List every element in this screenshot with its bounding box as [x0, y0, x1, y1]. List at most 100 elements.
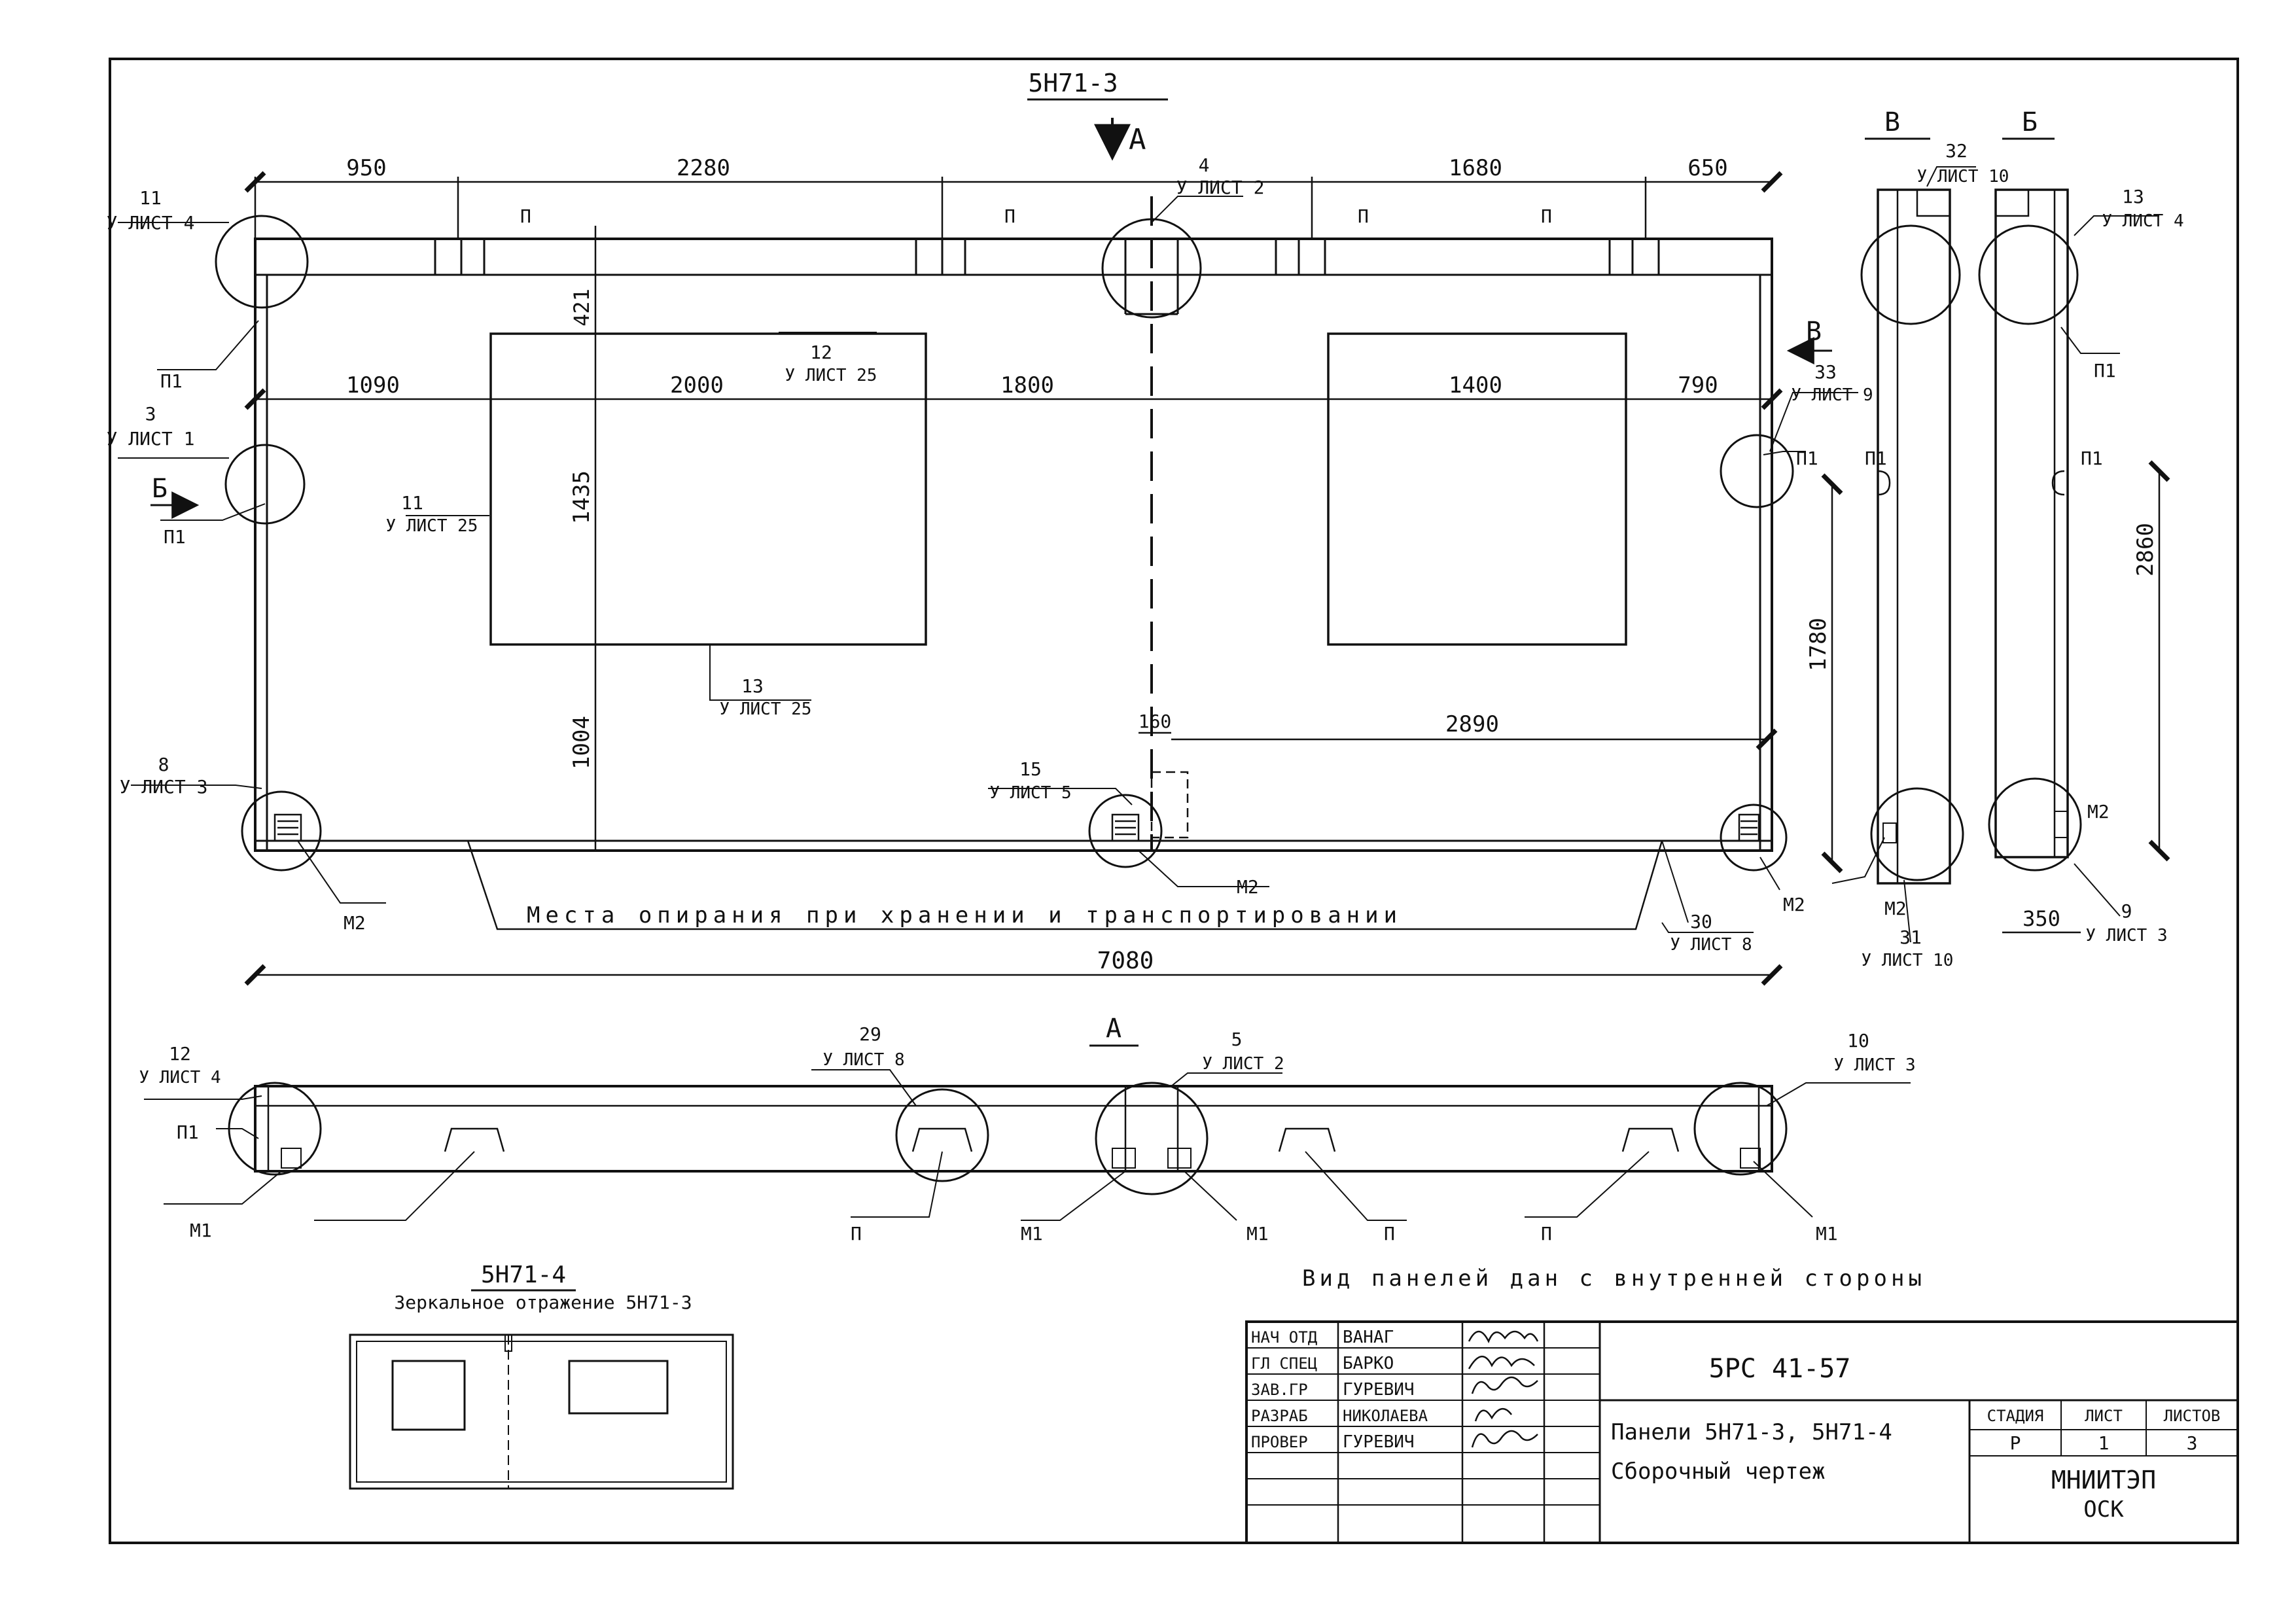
- support-note-text: Места опирания при хранении и транспорти…: [527, 902, 1402, 928]
- mark-p-2: П: [1004, 205, 1016, 227]
- name-4: ГУРЕВИЧ: [1343, 1432, 1415, 1452]
- window-opening-right: [1327, 332, 1627, 646]
- callout-15-sheet: У ЛИСТ 5: [989, 783, 1071, 803]
- callout-12a-sheet: У ЛИСТ 25: [785, 366, 877, 385]
- callout-labels-front: 11 У ЛИСТ 4 4 У ЛИСТ 2 3 У ЛИСТ 1 8 У ЛИ…: [107, 154, 1873, 955]
- sheet-frame: [109, 58, 2239, 1544]
- callout-32-sheet: У ЛИСТ 10: [1917, 167, 2009, 186]
- callout-13b-sheet: У ЛИСТ 4: [2102, 211, 2183, 231]
- callout-5-num: 5: [1231, 1029, 1243, 1050]
- section-a-title: А: [1106, 1014, 1122, 1044]
- callout-12a-num: 12: [810, 342, 832, 363]
- role-4: ПРОВЕР: [1251, 1433, 1308, 1451]
- callout-29-sheet: У ЛИСТ 8: [822, 1050, 904, 1070]
- title-block: НАЧ ОТД ГЛ СПЕЦ ЗАВ.ГР РАЗРАБ ПРОВЕР ВАН…: [1245, 1320, 2239, 1544]
- callout-12b-sheet: У ЛИСТ 4: [139, 1068, 221, 1087]
- dim-2890: 2890: [1445, 711, 1499, 737]
- callout-9-sheet: У ЛИСТ 3: [2085, 926, 2167, 945]
- mark-p1-1: П1: [160, 370, 183, 392]
- dimension-lines-vertical: 421 1435 1004 1780 2860 160 2890 350 708…: [244, 226, 2170, 986]
- callout-15-num: 15: [1019, 758, 1042, 780]
- panel-outline: [254, 238, 1773, 852]
- mark-labels-front: П П П П П1 П1 П1 М2 М2 М2: [160, 205, 1818, 934]
- stage-header: СТАДИЯ: [1987, 1407, 2044, 1425]
- role-1: ГЛ СПЕЦ: [1251, 1354, 1317, 1373]
- window-opening-left: [489, 332, 927, 646]
- mark-m2-5: М2: [2087, 801, 2110, 822]
- dim-1800: 1800: [1000, 372, 1054, 398]
- mark-p1-2: П1: [164, 526, 186, 548]
- callout-29-num: 29: [859, 1023, 881, 1045]
- dim-7080: 7080: [1097, 947, 1154, 974]
- callout-30-num: 30: [1690, 911, 1712, 932]
- dimension-lines-top: 950 2280 1680 650: [244, 155, 1783, 239]
- view-a: А 12 У ЛИСТ 4 29 У ЛИСТ 8 5 У ЛИСТ 2 10 …: [139, 1014, 1915, 1244]
- role-2: ЗАВ.ГР: [1251, 1381, 1308, 1399]
- section-arrows-side: Б В: [150, 317, 1832, 519]
- name-1: БАРКО: [1343, 1354, 1394, 1373]
- mark-p1-6: П1: [2081, 448, 2103, 469]
- mark-m2-2: М2: [1237, 876, 1259, 898]
- callout-30-sheet: У ЛИСТ 8: [1670, 935, 1752, 955]
- callout-13a-sheet: У ЛИСТ 25: [720, 699, 812, 719]
- mirror-title: 5Н71-4: [481, 1262, 566, 1288]
- doc-code: 5РС 41-57: [1709, 1354, 1851, 1384]
- dim-2280: 2280: [677, 155, 730, 181]
- callout-8-sheet: У ЛИСТ 3: [120, 776, 208, 798]
- callout-3-sheet: У ЛИСТ 1: [107, 428, 195, 450]
- mark-m1-4: М1: [1816, 1223, 1838, 1244]
- callout-31-sheet: У ЛИСТ 10: [1862, 951, 1954, 970]
- role-0: НАЧ ОТД: [1251, 1328, 1318, 1347]
- sheets-header: ЛИСТОВ: [2164, 1407, 2221, 1425]
- mark-m1-1: М1: [190, 1220, 212, 1241]
- dim-1780: 1780: [1805, 618, 1831, 671]
- callout-9-num: 9: [2121, 900, 2132, 922]
- dim-160: 160: [1139, 711, 1172, 732]
- section-v-title: В: [1884, 107, 1900, 137]
- view-note: Вид панелей дан с внутренней стороны: [1302, 1265, 1926, 1292]
- callout-4-sheet: У ЛИСТ 2: [1176, 177, 1265, 198]
- mark-p-5: П: [851, 1223, 862, 1244]
- section-v: В 32 У ЛИСТ 10 М2 31 У ЛИСТ 10: [1831, 107, 2009, 970]
- dim-350: 350: [2022, 906, 2060, 931]
- callout-10-sheet: У ЛИСТ 3: [1833, 1055, 1915, 1075]
- section-arrow-a-top: А: [1094, 118, 1146, 161]
- mark-m2-1: М2: [344, 912, 366, 934]
- mirror-subtitle: Зеркальное отражение 5Н71-3: [394, 1292, 692, 1313]
- callout-11-num: 11: [139, 187, 162, 209]
- mark-p1-7: П1: [177, 1121, 199, 1143]
- doc-title-line2: Сборочный чертеж: [1611, 1458, 1826, 1485]
- panel-front-view: [215, 196, 1794, 872]
- doc-title-line1: Панели 5Н71-3, 5Н71-4: [1611, 1419, 1892, 1445]
- dim-2860: 2860: [2132, 523, 2159, 576]
- org-division: ОСК: [2083, 1496, 2124, 1523]
- stage-value: Р: [2010, 1432, 2021, 1454]
- detail-circles: [215, 215, 1794, 872]
- name-0: ВАНАГ: [1343, 1328, 1394, 1347]
- mark-p1-5: П1: [1865, 448, 1887, 469]
- dim-1090: 1090: [346, 372, 400, 398]
- section-mark-a-top: А: [1129, 123, 1146, 156]
- mark-m1-2: М1: [1021, 1223, 1043, 1244]
- sheet-title-text: 5Н71-3: [1028, 69, 1118, 97]
- dim-2000: 2000: [670, 372, 724, 398]
- mark-p-7: П: [1541, 1223, 1552, 1244]
- mark-p-4: П: [1541, 205, 1552, 227]
- callout-13a-num: 13: [741, 675, 764, 697]
- mark-m2-4: М2: [1884, 898, 1907, 919]
- callout-leaders: [118, 196, 1858, 933]
- org-name: МНИИТЭП: [2051, 1466, 2156, 1494]
- callout-33-num: 33: [1814, 361, 1837, 383]
- section-mark-v-right: В: [1806, 317, 1822, 347]
- lifting-recesses-top: [434, 239, 1660, 315]
- mark-p-6: П: [1384, 1223, 1395, 1244]
- callout-11b-num: 11: [401, 492, 423, 514]
- support-note: Места опирания при хранении и транспорти…: [467, 840, 1663, 930]
- callout-5-sheet: У ЛИСТ 2: [1202, 1054, 1284, 1074]
- callout-33-sheet: У ЛИСТ 9: [1791, 385, 1873, 405]
- dim-790: 790: [1678, 372, 1718, 398]
- signatures: [1468, 1330, 1539, 1448]
- callout-12b-num: 12: [169, 1043, 191, 1065]
- callout-10-num: 10: [1847, 1030, 1869, 1051]
